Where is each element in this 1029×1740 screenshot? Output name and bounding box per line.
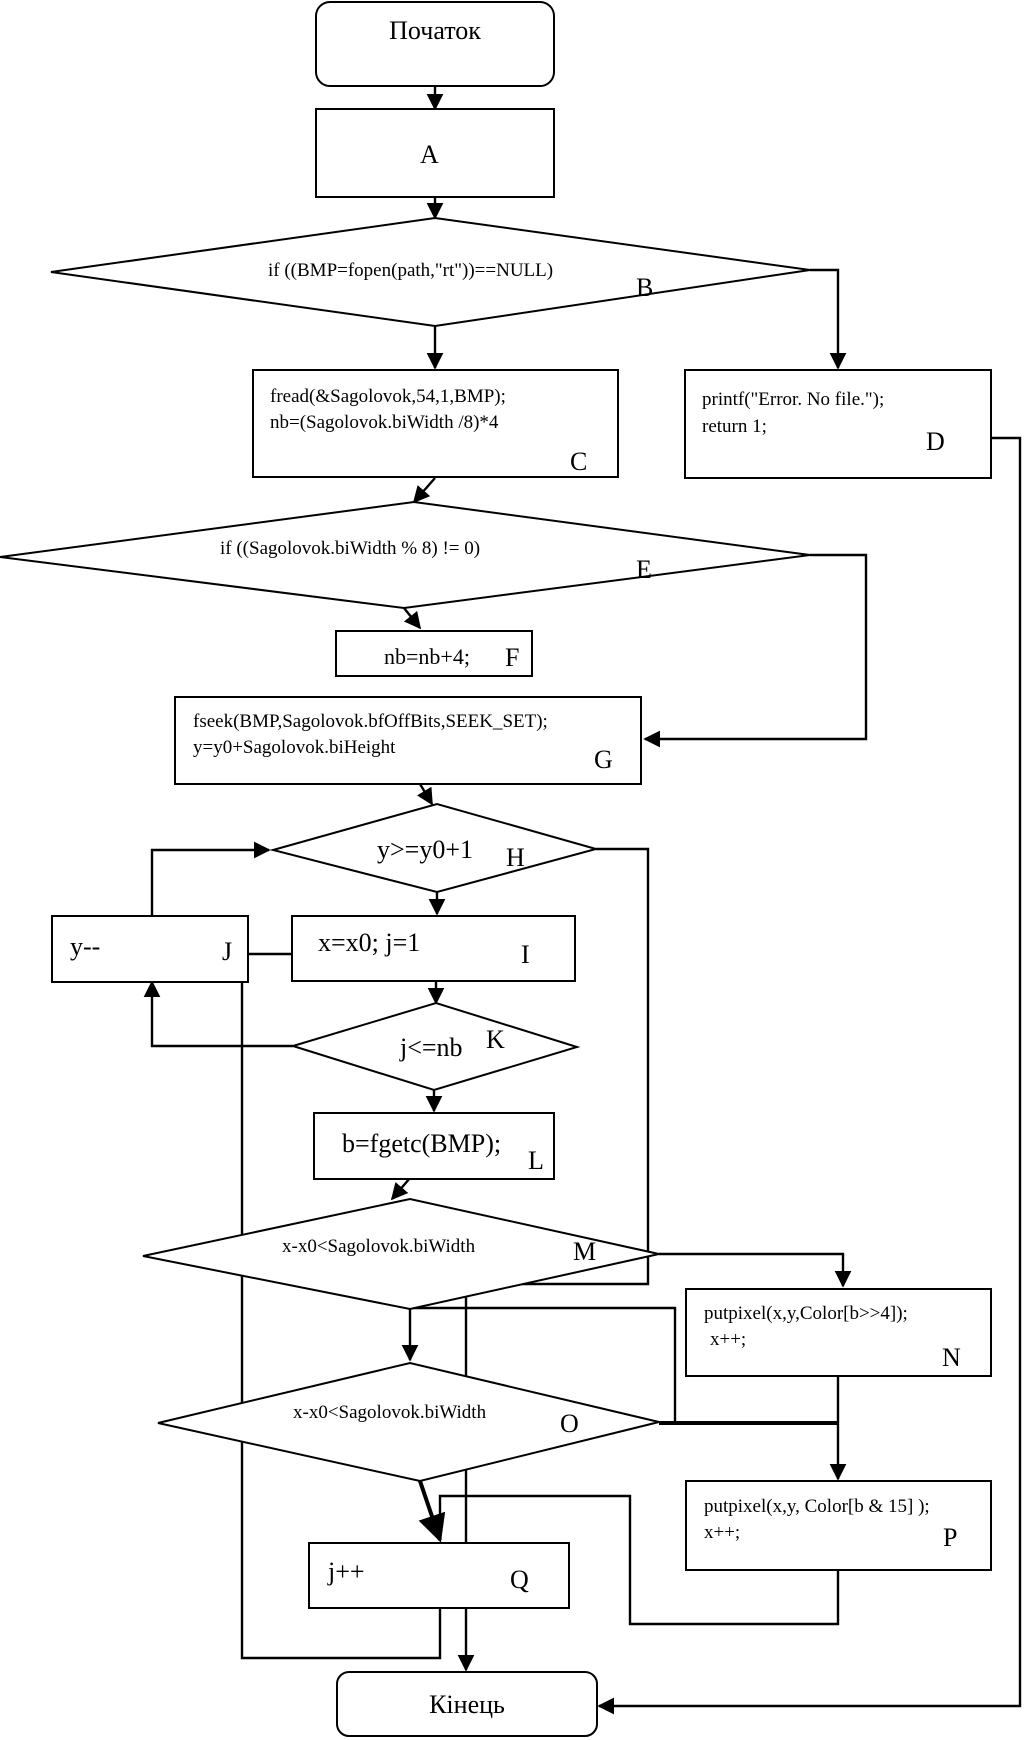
start-terminal <box>315 1 555 87</box>
process-d <box>684 369 992 479</box>
decision-h <box>269 802 600 894</box>
node-f: nb=nb+4; F <box>335 630 533 677</box>
node-n: putpixel(x,y,Color[b>>4]); x++; N <box>685 1288 992 1377</box>
node-end: Кінець <box>336 1671 598 1737</box>
letter-j: J <box>222 937 232 966</box>
node-m: x-x0<Sagolovok.biWidth M <box>142 1197 660 1311</box>
decision-m <box>142 1197 660 1311</box>
node-d: printf("Error. No file."); return 1; D <box>684 369 992 479</box>
decision-o <box>157 1361 660 1483</box>
process-p <box>685 1480 992 1571</box>
condition-k: j<=nb <box>399 1033 463 1062</box>
letter-q: Q <box>510 1565 529 1594</box>
process-d-line2: return 1; <box>702 416 767 437</box>
node-k: j<=nb K <box>289 1001 581 1092</box>
letter-o: O <box>560 1409 579 1438</box>
arrow-o-to-q <box>418 1480 446 1543</box>
condition-o: x-x0<Sagolovok.biWidth <box>293 1402 487 1423</box>
letter-n: N <box>942 1343 961 1372</box>
arrow-g-to-h <box>417 783 434 806</box>
arrow-j-to-h <box>150 841 271 916</box>
process-j-text: y-- <box>70 932 100 961</box>
arrow-b-to-d <box>810 268 847 370</box>
process-n-line2: x++; <box>710 1329 746 1350</box>
line-loop-to-o <box>410 1306 677 1424</box>
process-p-line2: x++; <box>704 1522 740 1543</box>
process-q-text: j++ <box>327 1557 365 1586</box>
node-j: y-- J <box>51 915 249 983</box>
process-g <box>174 696 642 785</box>
process-f <box>335 630 533 677</box>
start-label: Початок <box>389 16 481 45</box>
node-g: fseek(BMP,Sagolovok.bfOffBits,SEEK_SET);… <box>174 696 642 785</box>
process-j <box>51 915 249 983</box>
process-n-line1: putpixel(x,y,Color[b>>4]); <box>704 1303 908 1324</box>
letter-i: I <box>521 940 530 969</box>
line-p-to-q <box>438 1494 840 1626</box>
condition-b: if ((BMP=fopen(path,"rt"))==NULL) <box>268 260 553 281</box>
connectors <box>143 86 1022 1715</box>
process-f-text: nb=nb+4; <box>384 644 470 669</box>
condition-m: x-x0<Sagolovok.biWidth <box>282 1236 476 1257</box>
condition-h: y>=y0+1 <box>377 835 473 864</box>
letter-g: G <box>594 745 613 774</box>
node-i: x=x0; j=1 I <box>291 915 576 982</box>
letter-l: L <box>528 1146 544 1175</box>
end-terminal <box>336 1671 598 1737</box>
letter-b: B <box>636 273 653 302</box>
arrow-l-to-m <box>390 1177 411 1201</box>
arrow-c-to-e <box>412 477 436 504</box>
node-a: A <box>315 108 555 198</box>
letter-a: A <box>420 140 439 169</box>
process-c-line2: nb=(Sagolovok.biWidth /8)*4 <box>270 412 499 433</box>
process-i-text: x=x0; j=1 <box>318 928 420 957</box>
decision-b <box>50 216 811 328</box>
node-c: fread(&Sagolovok,54,1,BMP); nb=(Sagolovo… <box>252 369 619 478</box>
process-g-line1: fseek(BMP,Sagolovok.bfOffBits,SEEK_SET); <box>193 711 548 732</box>
process-c-line1: fread(&Sagolovok,54,1,BMP); <box>270 386 506 407</box>
process-i <box>291 915 576 982</box>
letter-d: D <box>926 427 945 456</box>
process-g-line2: y=y0+Sagolovok.biHeight <box>193 737 396 758</box>
process-c <box>252 369 619 478</box>
process-n <box>685 1288 992 1377</box>
letter-e: E <box>636 555 652 584</box>
node-l: b=fgetc(BMP); L <box>313 1112 555 1180</box>
arrow-k-to-j <box>143 980 293 1048</box>
arrow-e-to-f <box>403 607 422 630</box>
process-p-line1: putpixel(x,y, Color[b & 15] ); <box>704 1496 930 1517</box>
letter-m: M <box>573 1237 596 1266</box>
node-o: x-x0<Sagolovok.biWidth O <box>157 1361 660 1483</box>
node-b: if ((BMP=fopen(path,"rt"))==NULL) B <box>50 216 811 328</box>
process-l-text: b=fgetc(BMP); <box>342 1129 501 1158</box>
decision-e <box>0 500 811 610</box>
process-q <box>308 1542 570 1609</box>
letter-h: H <box>506 843 525 872</box>
arrow-d-to-end <box>597 436 1022 1715</box>
node-e: if ((Sagolovok.biWidth % 8) != 0) E <box>0 500 811 610</box>
node-q: j++ Q <box>308 1542 570 1609</box>
node-h: y>=y0+1 H <box>269 802 600 894</box>
node-p: putpixel(x,y, Color[b & 15] ); x++; P <box>685 1480 992 1571</box>
arrow-m-to-n <box>659 1252 852 1288</box>
arrow-e-to-g <box>643 553 868 748</box>
letter-k: K <box>486 1025 505 1054</box>
condition-e: if ((Sagolovok.biWidth % 8) != 0) <box>220 538 480 559</box>
process-a <box>315 108 555 198</box>
letter-f: F <box>505 643 519 672</box>
letter-c: C <box>570 447 587 476</box>
process-l <box>313 1112 555 1180</box>
letter-p: P <box>943 1523 957 1552</box>
decision-k <box>289 1001 581 1092</box>
end-label: Кінець <box>429 1690 505 1719</box>
node-start: Початок <box>315 1 555 87</box>
process-d-line1: printf("Error. No file."); <box>702 389 884 410</box>
